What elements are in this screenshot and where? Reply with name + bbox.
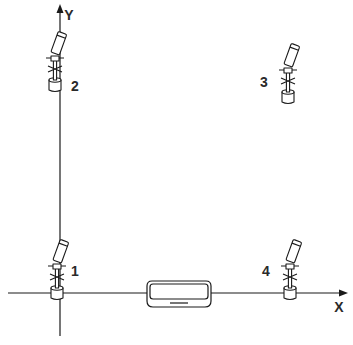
sensor-head: [51, 31, 67, 55]
sensor-face: [57, 35, 65, 38]
tripods: [46, 31, 302, 299]
axis-label: Y: [64, 8, 73, 22]
box-outline: [147, 281, 211, 307]
callout-number: 3: [260, 75, 268, 89]
sensor-tripod: [281, 239, 302, 299]
tripod-clamp: [286, 264, 294, 269]
axis-label: X: [334, 300, 343, 314]
tripod-knob: [279, 69, 297, 70]
tripod-knob: [46, 57, 64, 58]
tripod-clamp: [284, 68, 292, 73]
callout-number: 4: [262, 264, 270, 278]
box-lid: [150, 284, 208, 299]
tripod-clamp: [53, 264, 61, 269]
x-arrowhead: [339, 290, 348, 297]
callout-number: 2: [71, 79, 79, 93]
sensor-tripod: [46, 31, 67, 91]
tripod-clamp: [51, 56, 59, 61]
receiver-box: [147, 281, 211, 307]
tripod-knob: [48, 265, 66, 266]
sensor-face: [59, 243, 67, 246]
tripod-legs: [283, 274, 297, 280]
sensor-head: [286, 239, 302, 263]
sensor-face: [292, 243, 300, 246]
tripod-legs: [48, 66, 62, 72]
sensor-head: [284, 43, 300, 67]
y-arrowhead: [57, 4, 64, 13]
tripod-legs: [50, 274, 64, 280]
axes: [8, 4, 348, 336]
sensor-tripod: [279, 43, 300, 103]
sensor-face: [290, 47, 298, 50]
tripod-knob: [281, 265, 299, 266]
sensor-head: [53, 239, 69, 263]
sensor-tripod: [48, 239, 69, 299]
box-slot: [170, 302, 188, 303]
tripod-legs: [281, 78, 295, 84]
callout-number: 1: [71, 264, 79, 278]
